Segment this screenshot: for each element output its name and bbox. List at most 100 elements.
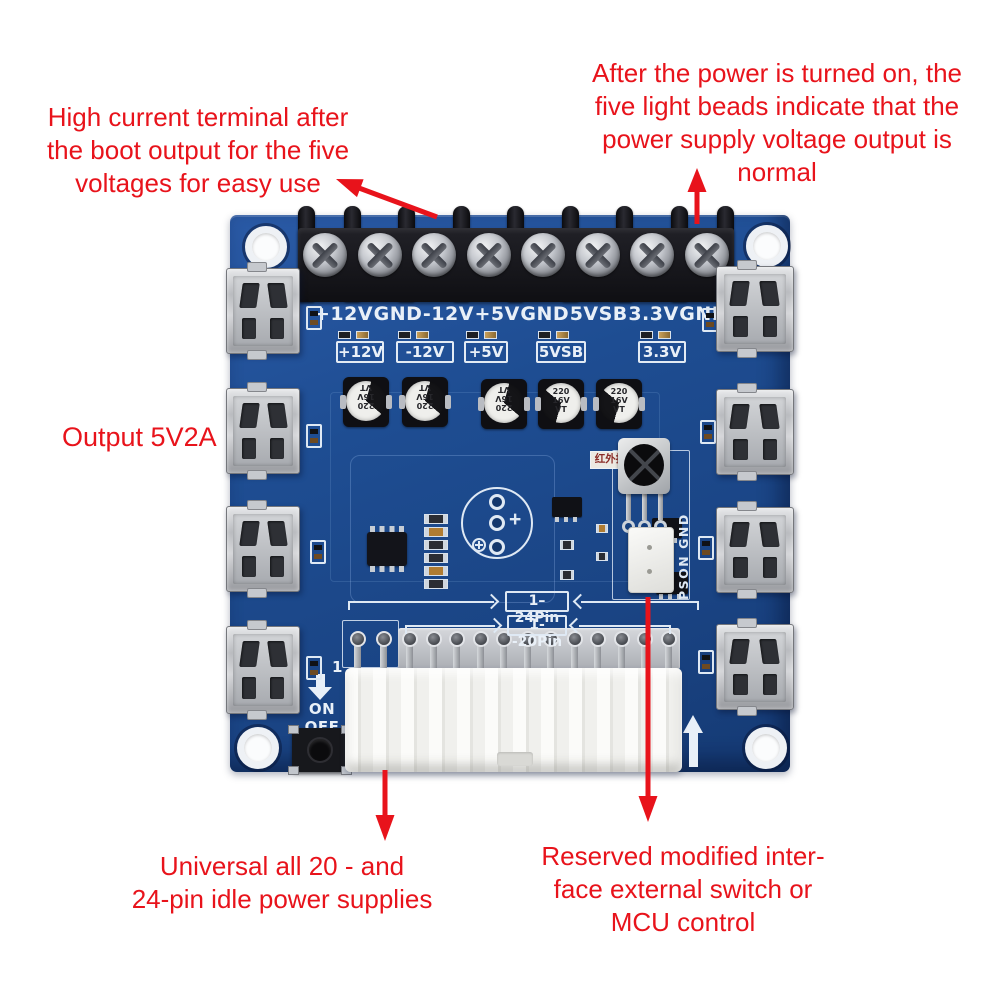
atx-pin-leg xyxy=(354,645,361,672)
annotation-line: face external switch or xyxy=(553,874,813,904)
terminal-screw xyxy=(412,233,456,277)
atx-pin-pad xyxy=(637,631,653,647)
terminal-label: 3.3V xyxy=(628,303,679,325)
pin20-label-box: 1--20Pin xyxy=(507,615,567,650)
usb-face xyxy=(233,513,293,585)
capacitor-top xyxy=(405,381,445,421)
annotation-universal-supplies: Universal all 20 - and 24-pin idle power… xyxy=(112,850,452,916)
atx-pin-leg xyxy=(500,645,507,672)
pson-gnd-label: PSON GND xyxy=(676,513,691,600)
smd-led xyxy=(356,331,369,339)
usb-led-indicator xyxy=(306,424,322,448)
electrolytic-capacitor: 220 16V VT xyxy=(535,379,587,429)
capacitor-label: 220 16V VT xyxy=(416,383,434,410)
atx-pin-pad xyxy=(449,631,465,647)
led-indicator-5v: +5V xyxy=(464,331,508,363)
atx-pin-pad xyxy=(426,631,442,647)
terminal-screw xyxy=(576,233,620,277)
usb-led-indicator xyxy=(700,420,716,444)
solder-pad xyxy=(489,539,505,555)
annotation-line: Reserved modified inter- xyxy=(541,841,825,871)
usb-port[interactable] xyxy=(226,262,300,360)
terminal-screw xyxy=(521,233,565,277)
smd-resistor xyxy=(424,540,448,550)
atx-pin-pad xyxy=(376,631,392,647)
smd-resistor xyxy=(596,552,608,561)
bracket-tick xyxy=(669,625,671,634)
usb-port[interactable] xyxy=(716,260,794,358)
annotation-output-5v2a: Output 5V2A xyxy=(62,421,217,454)
capacitor-top xyxy=(599,383,639,423)
bracket-line xyxy=(581,601,699,603)
atx-pin-leg xyxy=(641,645,648,672)
solder-pad xyxy=(489,494,505,510)
annotation-line: the boot output for the five xyxy=(46,135,350,165)
ir-leg xyxy=(626,494,631,520)
smd-resistor xyxy=(338,331,351,339)
led-label-box: +5V xyxy=(464,341,508,363)
electrolytic-capacitor: 220 16V VT xyxy=(340,377,392,427)
ir-dome-icon xyxy=(624,444,664,486)
terminal-label: -12V xyxy=(422,303,474,325)
usb-face xyxy=(723,273,787,345)
pin1-label: 1 xyxy=(332,658,343,676)
usb-led-indicator xyxy=(698,536,714,560)
terminal-screw xyxy=(467,233,511,277)
capacitor-label: 220 16V VT xyxy=(610,387,628,414)
usb-port[interactable] xyxy=(716,501,794,599)
pson-connector xyxy=(628,527,674,593)
usb-face xyxy=(233,275,293,347)
usb-face xyxy=(723,631,787,703)
on-label: ON xyxy=(308,700,336,718)
atx-pin-leg xyxy=(406,645,413,672)
usb-face xyxy=(723,514,787,586)
usb-face xyxy=(723,396,787,468)
capacitor-top xyxy=(346,381,386,421)
usb-port[interactable] xyxy=(226,620,300,720)
smd-resistor xyxy=(538,331,551,339)
power-tact-switch[interactable] xyxy=(288,725,352,775)
annotation-line: voltages for easy use xyxy=(75,168,321,198)
buzzer-footprint-circle xyxy=(461,487,533,559)
atx-pin-pad xyxy=(614,631,630,647)
bracket-line xyxy=(348,601,494,603)
mounting-hole xyxy=(745,727,787,769)
annotation-line: normal xyxy=(737,157,817,187)
capacitor-top xyxy=(541,383,581,423)
bracket-tick xyxy=(697,601,699,610)
annotation-line: After the power is turned on, the xyxy=(592,58,962,88)
bracket-tick xyxy=(348,601,350,610)
usb-port[interactable] xyxy=(226,500,300,598)
smd-resistor xyxy=(424,514,448,524)
led-indicator-5vsb: 5VSB xyxy=(536,331,586,363)
capacitor-top xyxy=(484,383,524,423)
terminal-label: GND xyxy=(520,303,570,325)
smd-led xyxy=(416,331,429,339)
mounting-hole xyxy=(237,727,279,769)
usb-port[interactable] xyxy=(226,382,300,480)
terminal-silkscreen-row: +12V GND -12V +5V GND 5VSB 3.3V GND xyxy=(314,303,728,325)
usb-face xyxy=(233,395,293,467)
up-arrow-icon xyxy=(683,715,703,733)
switch-button[interactable] xyxy=(307,737,333,763)
atx-pin-leg xyxy=(524,645,531,672)
down-arrow-icon xyxy=(308,687,332,700)
annotation-line: Universal all 20 - and xyxy=(159,851,405,881)
smd-resistor xyxy=(596,524,608,533)
usb-port[interactable] xyxy=(716,618,794,716)
atx-pin-pad xyxy=(473,631,489,647)
usb-led-indicator xyxy=(306,306,322,330)
led-indicator-12v: +12V xyxy=(336,331,384,363)
usb-led-indicator xyxy=(310,540,326,564)
ir-receiver xyxy=(618,438,670,494)
smd-resistor xyxy=(560,570,574,580)
atx-pin-leg xyxy=(380,645,387,672)
usb-port[interactable] xyxy=(716,383,794,481)
led-label-box: -12V xyxy=(396,341,454,363)
led-label-box: 3.3V xyxy=(638,341,686,363)
usb-face xyxy=(233,633,293,707)
atx-pin-leg xyxy=(477,645,484,672)
smd-resistor xyxy=(424,566,448,576)
led-label-box: 5VSB xyxy=(536,341,586,363)
annotation-light-beads: After the power is turned on, the five l… xyxy=(556,57,998,189)
